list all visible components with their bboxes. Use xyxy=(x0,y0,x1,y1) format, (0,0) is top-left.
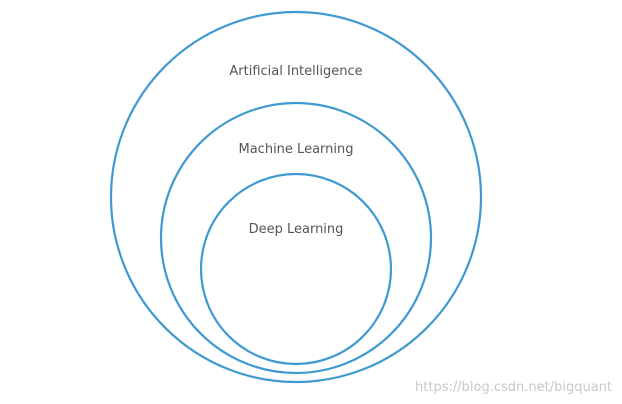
ring-machine-learning xyxy=(159,101,433,375)
label-machine-learning: Machine Learning xyxy=(239,142,354,157)
label-deep-learning: Deep Learning xyxy=(249,222,344,237)
circle-machine-learning: Machine Learning xyxy=(159,101,433,375)
ring-deep-learning xyxy=(199,172,393,366)
watermark-text: https://blog.csdn.net/bigquant xyxy=(415,380,612,395)
ring-artificial-intelligence xyxy=(109,10,483,384)
circle-deep-learning: Deep Learning xyxy=(199,172,393,366)
label-artificial-intelligence: Artificial Intelligence xyxy=(229,64,362,79)
circle-artificial-intelligence: Artificial Intelligence xyxy=(109,10,483,384)
